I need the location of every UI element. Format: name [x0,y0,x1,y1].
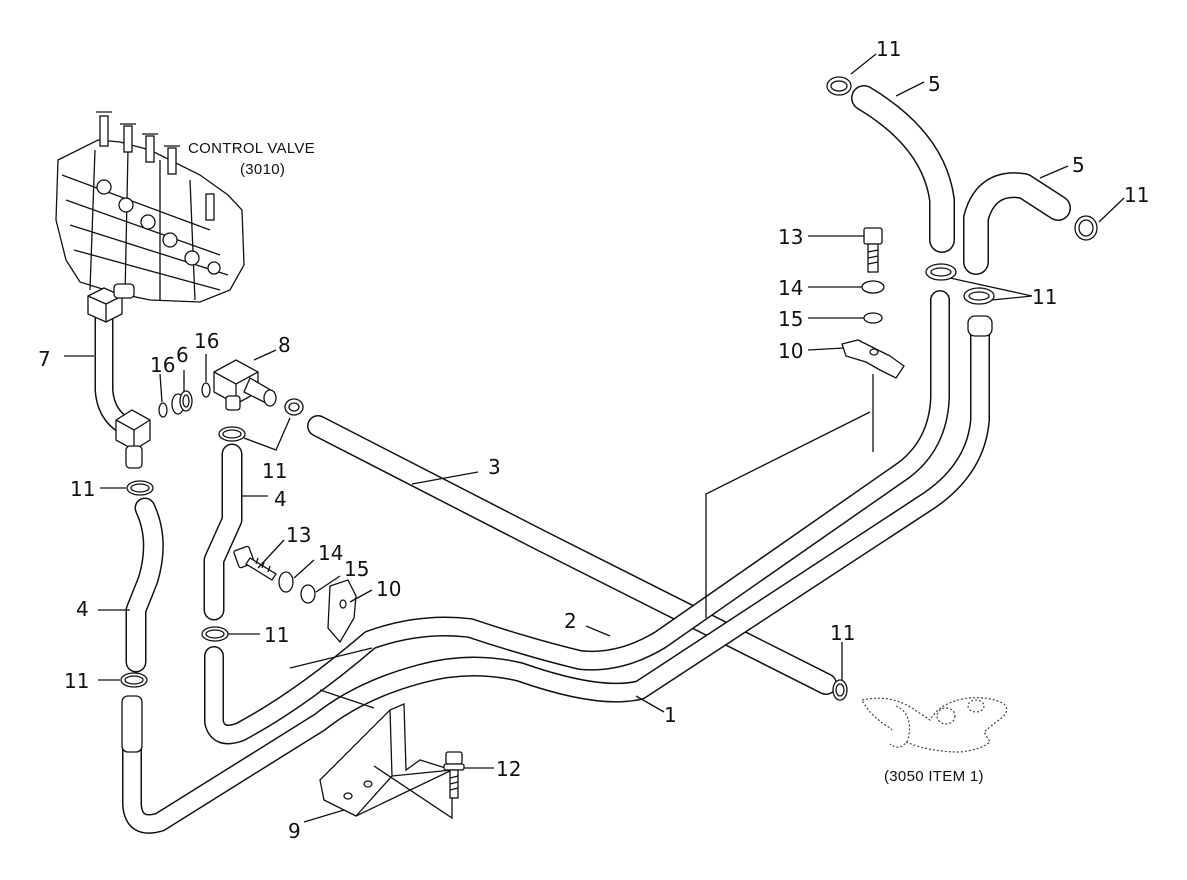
control-valve-ref: (3010) [240,161,285,178]
callout-8: 8 [278,333,291,357]
hose-clamp-11-right [1074,215,1098,241]
hose-4-middle [203,443,243,621]
callout-4-left: 4 [76,597,89,621]
tube-1-ferrule [121,695,143,753]
hose-clamp-11-upper-center [925,263,957,281]
callout-16-left: 16 [150,353,175,377]
tube-1 [122,320,990,834]
bolt-12 [443,751,465,799]
callout-3: 3 [488,455,501,479]
hose-clamp-11-upper-right [963,287,995,305]
hose-4-left [125,497,164,673]
callout-5-upper: 5 [928,72,941,96]
adapter-6 [171,390,193,415]
callout-12: 12 [496,757,521,781]
callout-11-bottom-right: 11 [830,621,855,645]
callout-11-mid: 11 [262,459,287,483]
control-valve-caption: CONTROL VALVE [188,140,315,157]
hose-clamp-11-mid [218,426,246,442]
tube-1-end [967,315,993,337]
control-valve-assembly [55,111,245,303]
callout-10-upper: 10 [778,339,803,363]
reference-part-3050 [861,697,1008,753]
bolt-13-lower [233,545,277,581]
clamp-bracket-10-lower [327,579,357,644]
callout-2: 2 [564,609,577,633]
elbow-fitting-lower [115,409,151,469]
washer-15-upper [863,312,883,324]
callout-10-lower: 10 [376,577,401,601]
bolt-13-upper [863,227,883,273]
tube-2 [204,290,950,745]
callout-4-middle: 4 [274,487,287,511]
callout-14-upper: 14 [778,276,803,300]
clamp-bracket-10-upper [841,339,905,379]
hose-clamp-11-left-lower [120,672,148,688]
hose-clamp-11-top [826,76,852,96]
hose-5-right [963,172,1071,275]
o-ring-16-left [158,402,168,418]
callout-6: 6 [176,343,189,367]
ref-3050-caption: (3050 ITEM 1) [884,768,984,785]
callout-13-lower: 13 [286,523,311,547]
hose-3 [307,415,837,695]
washer-15-lower [300,584,316,604]
mounting-bracket-9 [319,703,454,817]
hose-clamp-11-left-upper [126,480,154,496]
callout-15-lower: 15 [344,557,369,581]
callout-14-lower: 14 [318,541,343,565]
callout-11-middle-lower: 11 [264,623,289,647]
leader-lines [64,53,1125,823]
callout-11-left-upper: 11 [70,477,95,501]
hose-5-left [851,85,955,253]
callout-13-upper: 13 [778,225,803,249]
callout-16-right: 16 [194,329,219,353]
tee-fitting-8 [213,359,277,411]
washer-14-upper [861,280,885,294]
callout-15-upper: 15 [778,307,803,331]
callout-11-top: 11 [876,37,901,61]
hose-clamp-11-tee [284,398,304,416]
callout-11-left-lower: 11 [64,669,89,693]
callout-7: 7 [38,347,51,371]
fitting-top-of-hose-7 [87,283,135,323]
washer-14-lower [278,571,294,593]
callout-5-right: 5 [1072,153,1085,177]
o-ring-16-right [201,382,211,398]
callout-11-right: 11 [1124,183,1149,207]
hose-clamp-11-middle-lower [201,626,229,642]
hose-clamp-11-bottom-right [832,679,848,701]
callout-1: 1 [664,703,677,727]
callout-9: 9 [288,819,301,843]
callout-11-upper-right: 11 [1032,285,1057,309]
